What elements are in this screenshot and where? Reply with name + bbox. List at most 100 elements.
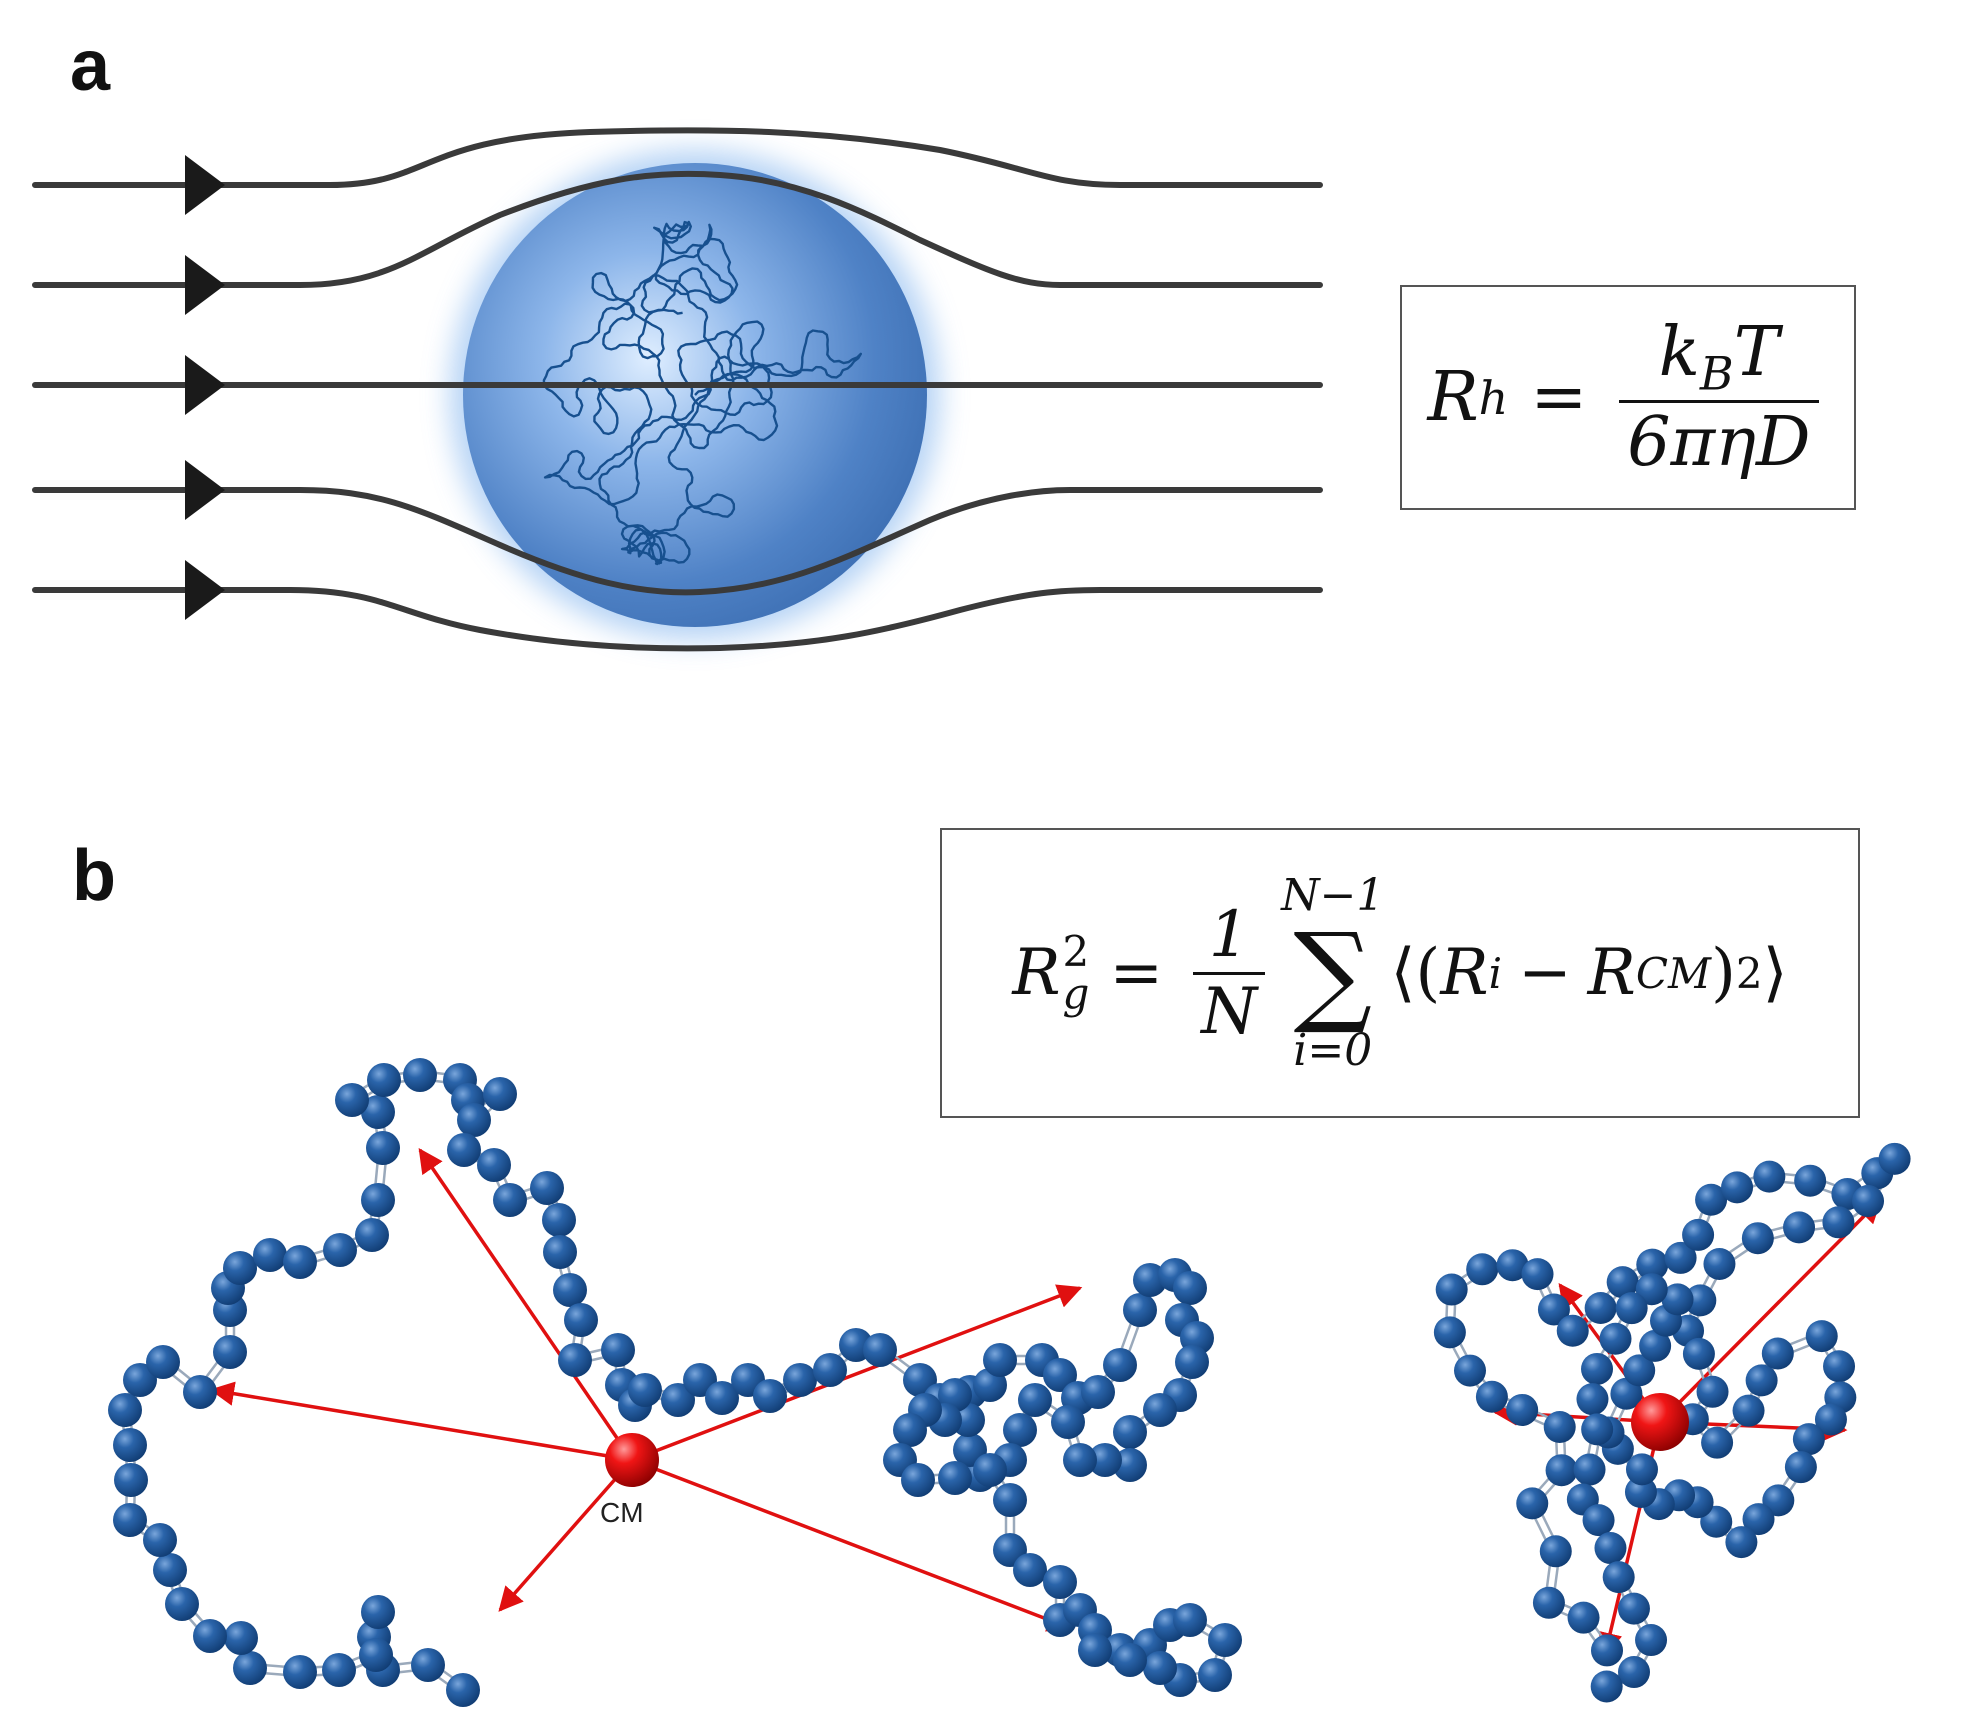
- flow-arrowhead-4: [185, 460, 225, 520]
- eq-boltzmann-subscript: B: [1699, 346, 1734, 401]
- bead: [335, 1083, 369, 1117]
- bead: [1761, 1337, 1794, 1370]
- bead: [938, 1461, 972, 1495]
- eq-rg-equals: =: [1109, 936, 1164, 1010]
- eq-term-rcm: R: [1587, 936, 1636, 1010]
- bead: [1602, 1561, 1635, 1594]
- bead: [1742, 1503, 1775, 1536]
- bead: [1725, 1526, 1758, 1559]
- bead: [1013, 1553, 1047, 1587]
- bead: [283, 1245, 317, 1279]
- bead: [1506, 1393, 1539, 1426]
- bead: [543, 1235, 577, 1269]
- bead: [253, 1238, 287, 1272]
- bead: [863, 1333, 897, 1367]
- bead: [477, 1148, 511, 1182]
- bead: [1018, 1383, 1052, 1417]
- polymer-coil: [542, 220, 862, 566]
- bead: [1043, 1358, 1077, 1392]
- bead: [483, 1077, 517, 1111]
- bead: [1175, 1345, 1209, 1379]
- streamline-1: [32, 127, 1323, 188]
- bead: [1822, 1206, 1855, 1239]
- bead: [1078, 1633, 1112, 1667]
- streamlines: [32, 127, 1323, 652]
- flow-arrowhead-1: [185, 155, 225, 215]
- bead: [283, 1655, 317, 1689]
- bead: [1584, 1292, 1617, 1325]
- bead: [146, 1345, 180, 1379]
- bead: [530, 1171, 564, 1205]
- bead: [1143, 1393, 1177, 1427]
- bead: [558, 1343, 592, 1377]
- bead: [1113, 1643, 1147, 1677]
- panel-label-b: b: [72, 836, 116, 916]
- eq-denominator: 6πηD: [1627, 403, 1811, 483]
- eq-summation: N−1 ∑ i=0: [1281, 870, 1384, 1077]
- bead: [1591, 1634, 1624, 1667]
- bead: [973, 1453, 1007, 1487]
- bead: [1703, 1247, 1736, 1280]
- bead: [542, 1203, 576, 1237]
- bead: [1556, 1314, 1589, 1347]
- bead: [1732, 1394, 1765, 1427]
- bead: [1624, 1476, 1657, 1509]
- bead: [213, 1335, 247, 1369]
- bead: [1173, 1271, 1207, 1305]
- bead: [361, 1183, 395, 1217]
- bead: [1081, 1375, 1115, 1409]
- eq-term-superscript: 2: [1735, 948, 1763, 998]
- bead: [1783, 1211, 1816, 1244]
- center-of-mass-compact: [1631, 1393, 1689, 1451]
- flow-arrowhead-5: [185, 560, 225, 620]
- bead: [1590, 1670, 1623, 1703]
- polymer-coil-path: [542, 220, 862, 566]
- bead: [1814, 1403, 1847, 1436]
- streamline-2: [32, 170, 1323, 288]
- cm-vector-arrow: [209, 1381, 633, 1462]
- bead: [1567, 1601, 1600, 1634]
- bead: [813, 1353, 847, 1387]
- bead: [493, 1183, 527, 1217]
- bead: [1454, 1354, 1487, 1387]
- bead: [1696, 1375, 1729, 1408]
- bead: [193, 1619, 227, 1653]
- bead: [1794, 1164, 1827, 1197]
- center-of-mass-label: CM: [600, 1497, 644, 1528]
- streamline-5: [32, 587, 1323, 652]
- compact-polymer-chain: [1433, 1142, 1911, 1703]
- bead: [1695, 1183, 1728, 1216]
- bead: [1792, 1423, 1825, 1456]
- bead: [1823, 1350, 1856, 1383]
- bead: [123, 1363, 157, 1397]
- cm-vector-arrow: [498, 1458, 634, 1612]
- bead: [661, 1383, 695, 1417]
- bead: [1610, 1377, 1643, 1410]
- bead: [1466, 1253, 1499, 1286]
- bead: [323, 1233, 357, 1267]
- cm-vector-arrow: [631, 1458, 1073, 1632]
- bead: [403, 1058, 437, 1092]
- bead: [183, 1375, 217, 1409]
- bead: [1682, 1337, 1715, 1370]
- eq-rg-subscript: g: [1062, 969, 1090, 1018]
- eq-rh-symbol: R: [1427, 358, 1479, 437]
- bead: [359, 1638, 393, 1672]
- bead: [1475, 1380, 1508, 1413]
- bead: [1701, 1426, 1734, 1459]
- bead: [783, 1363, 817, 1397]
- bead: [1745, 1364, 1778, 1397]
- bead: [1664, 1241, 1697, 1274]
- eq-term-close-paren: ): [1710, 936, 1736, 1010]
- eq-temperature: T: [1733, 312, 1780, 392]
- bead: [1123, 1293, 1157, 1327]
- bead: [165, 1587, 199, 1621]
- flow-arrowhead-2: [185, 255, 225, 315]
- bead: [1545, 1454, 1578, 1487]
- bead: [1521, 1258, 1554, 1291]
- bead: [1113, 1415, 1147, 1449]
- bead: [1532, 1586, 1565, 1619]
- eq-fraction: kBT 6πηD: [1619, 312, 1819, 483]
- bead: [1639, 1329, 1672, 1362]
